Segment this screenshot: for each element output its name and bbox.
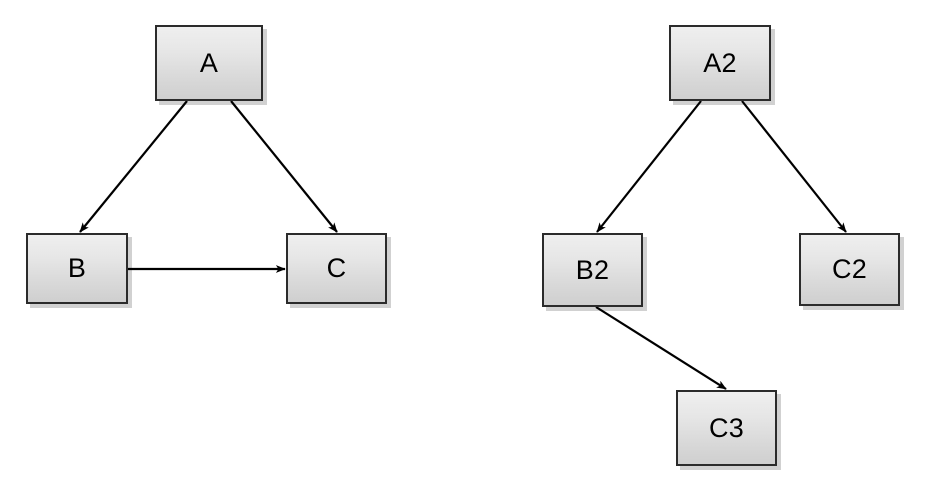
edge-a-to-b (79, 100, 188, 233)
node-label: A (199, 47, 219, 78)
node-label: C (326, 253, 347, 283)
node-c3[interactable]: C3 (676, 390, 777, 466)
edge-a2-to-c2 (741, 100, 847, 233)
edge-a2-to-b2 (596, 100, 702, 233)
node-a2[interactable]: A2 (669, 25, 771, 101)
node-c[interactable]: C (286, 233, 387, 304)
edge-b2-to-c3 (595, 306, 727, 390)
node-label: B (67, 253, 87, 283)
node-label: B2 (575, 254, 610, 285)
node-b[interactable]: B (26, 233, 128, 304)
node-b2[interactable]: B2 (542, 233, 643, 307)
node-c2[interactable]: C2 (799, 233, 900, 306)
edge-a-to-c (230, 100, 338, 233)
node-label: C2 (832, 254, 867, 284)
node-label: C3 (709, 412, 744, 443)
node-a[interactable]: A (155, 25, 263, 101)
node-label: A2 (703, 47, 737, 78)
